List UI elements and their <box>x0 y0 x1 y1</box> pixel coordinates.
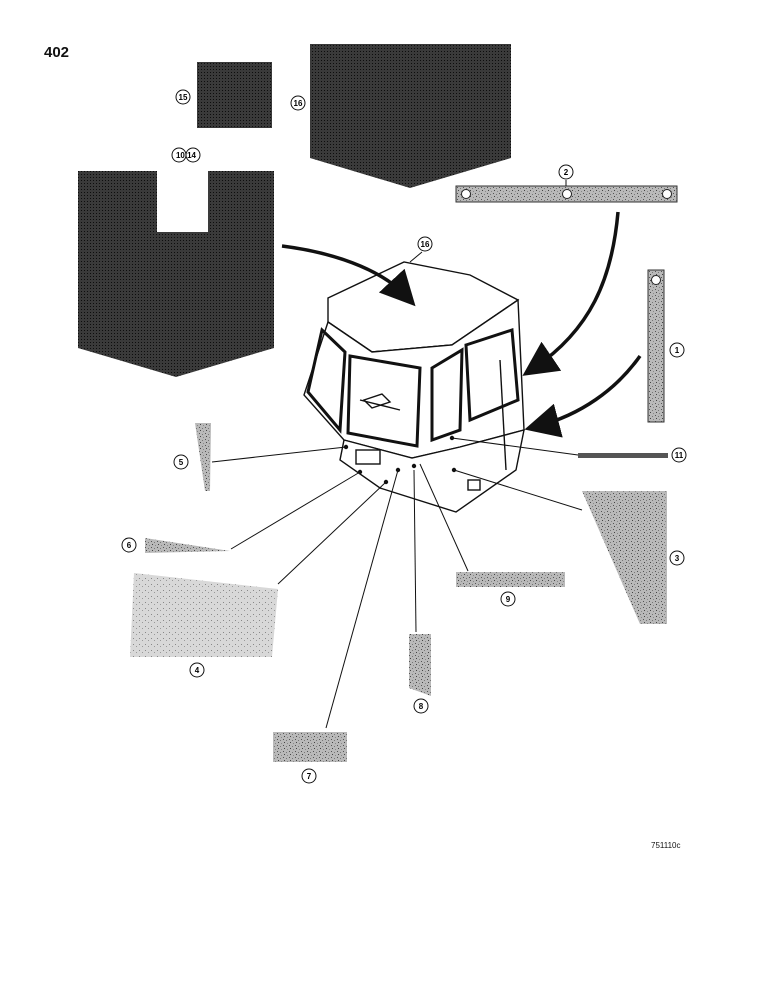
callout-16-top: 16 <box>290 95 306 111</box>
svg-text:10 14: 10 14 <box>176 151 197 160</box>
figure-code: 751110c <box>651 841 681 850</box>
svg-text:5: 5 <box>179 458 184 467</box>
callout-9: 9 <box>500 591 516 607</box>
svg-text:3: 3 <box>675 554 680 563</box>
callout-10-14: 10 14 <box>171 147 201 163</box>
part-8-panel <box>409 634 431 696</box>
arrow-strip1-to-cab <box>524 354 642 438</box>
panel-15 <box>197 62 272 128</box>
callout-5: 5 <box>173 454 189 470</box>
page-number: 402 <box>44 44 70 61</box>
callout-1: 1 <box>669 342 685 358</box>
part-2-strip <box>455 185 678 203</box>
callout-15: 15 <box>175 89 191 105</box>
part-3-panel <box>582 491 667 624</box>
panel-10-14-floor-mat <box>78 171 274 377</box>
callout-2: 2 <box>558 164 574 180</box>
svg-text:7: 7 <box>307 772 312 781</box>
part-11-strip <box>578 453 668 458</box>
svg-text:8: 8 <box>419 702 424 711</box>
cab-illustration <box>303 261 525 513</box>
callout-3: 3 <box>669 550 685 566</box>
callout-11: 11 <box>671 447 687 463</box>
part-4-panel <box>130 573 278 657</box>
panel-16-roof <box>310 44 511 188</box>
arrow-strip2-to-cab <box>522 211 620 376</box>
svg-text:1: 1 <box>675 346 680 355</box>
part-7-panel <box>273 732 347 762</box>
callout-6: 6 <box>121 537 137 553</box>
part-9-strip <box>456 572 565 587</box>
arrow-floor-to-cab <box>281 244 416 307</box>
svg-text:16: 16 <box>294 99 303 108</box>
part-1-strip <box>647 269 665 423</box>
svg-text:2: 2 <box>564 168 569 177</box>
leader-dots <box>343 435 457 485</box>
svg-text:11: 11 <box>675 451 684 460</box>
leader-lines <box>211 180 583 729</box>
svg-text:9: 9 <box>506 595 511 604</box>
svg-text:6: 6 <box>127 541 132 550</box>
callout-7: 7 <box>301 768 317 784</box>
callout-4: 4 <box>189 662 205 678</box>
callout-8: 8 <box>413 698 429 714</box>
callout-16-cab: 16 <box>417 236 433 252</box>
svg-text:4: 4 <box>195 666 200 675</box>
svg-text:16: 16 <box>421 240 430 249</box>
part-5-wedge <box>195 423 211 491</box>
svg-text:15: 15 <box>179 93 188 102</box>
part-6-wedge <box>145 538 230 553</box>
